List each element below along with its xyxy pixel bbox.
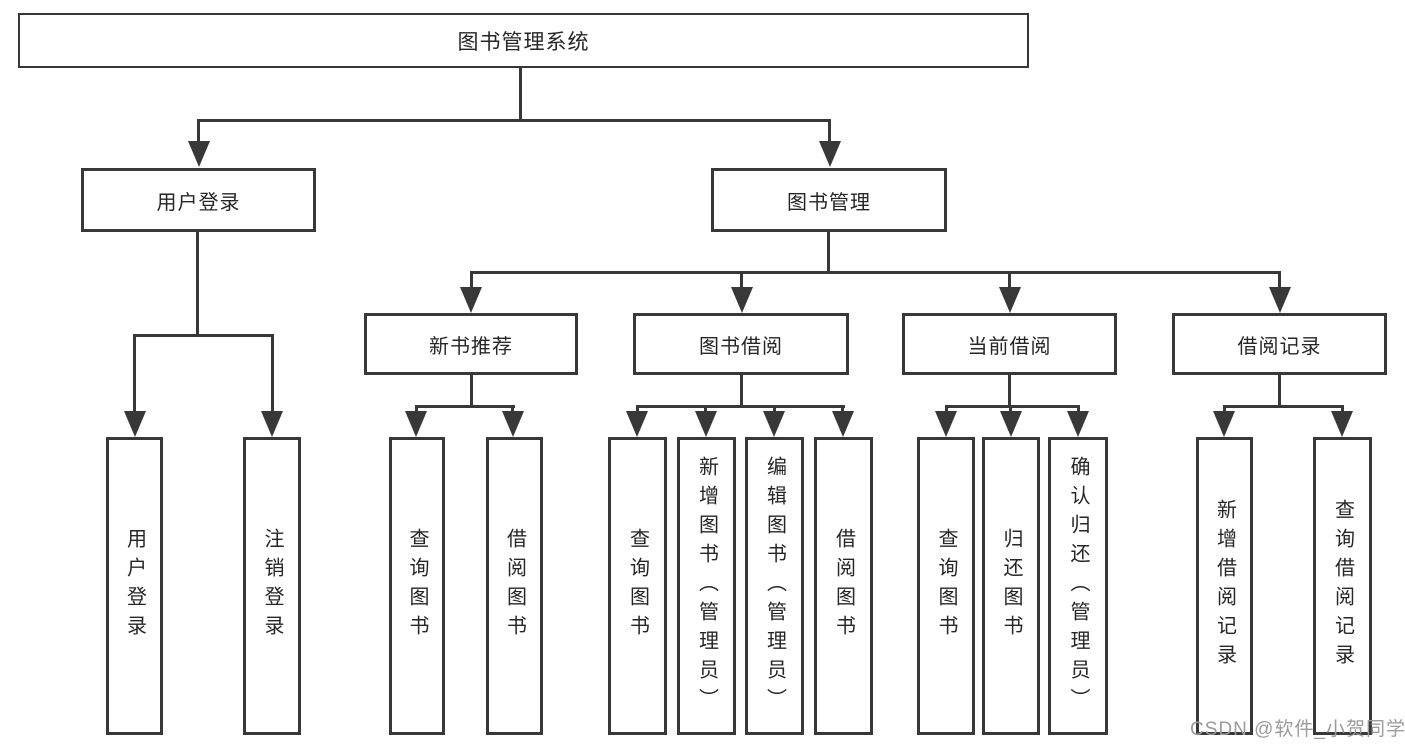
leaf-label: 新增图书（管理员） <box>695 455 718 717</box>
leaf-label: 编辑图书（管理员） <box>763 455 786 717</box>
node-book-borrow: 图书借阅 <box>633 313 849 375</box>
arrowhead-down-icon <box>819 141 841 167</box>
node-label: 用户登录 <box>156 191 241 214</box>
leaf-label: 新增借阅记录 <box>1213 499 1236 673</box>
connector-branch <box>945 405 1080 408</box>
leaf-confirm-return-admin: 确认归还（管理员） <box>1048 437 1108 735</box>
node-new-book-recommend: 新书推荐 <box>364 313 578 375</box>
leaf-label: 借阅图书 <box>832 528 855 644</box>
arrowhead-down-icon <box>1067 411 1089 437</box>
connector-shaft <box>945 405 948 415</box>
connector-branch <box>1223 405 1344 408</box>
arrowhead-down-icon <box>1000 411 1022 437</box>
connector-branch <box>415 405 515 408</box>
node-current-borrow: 当前借阅 <box>902 313 1117 375</box>
leaf-label: 查询图书 <box>406 528 428 644</box>
leaf-label: 查询图书 <box>626 528 649 644</box>
connector-shaft <box>1008 271 1011 291</box>
connector-shaft <box>1009 405 1012 415</box>
leaf-label: 查询图书 <box>935 528 957 644</box>
connector-branch <box>636 405 845 408</box>
connector-shaft <box>415 405 418 415</box>
arrowhead-down-icon <box>405 411 427 437</box>
connector-root-branch <box>198 119 831 122</box>
node-user-login: 用户登录 <box>81 168 316 232</box>
arrowhead-down-icon <box>999 287 1021 313</box>
connector-shaft <box>1223 405 1226 415</box>
leaf-query-book-recommend: 查询图书 <box>389 437 445 735</box>
node-label: 图书借阅 <box>699 335 783 358</box>
arrowhead-down-icon <box>731 287 753 313</box>
connector-shaft <box>841 405 844 415</box>
arrowhead-down-icon <box>1331 411 1353 437</box>
connector-shaft <box>511 405 514 415</box>
leaf-add-borrow-record: 新增借阅记录 <box>1196 437 1253 735</box>
leaf-return-book: 归还图书 <box>982 437 1040 735</box>
connector-stub <box>1278 375 1281 407</box>
arrowhead-down-icon <box>188 141 210 167</box>
leaf-borrow-book: 借阅图书 <box>814 437 873 735</box>
connector-shaft <box>133 334 136 414</box>
leaf-label: 注销登录 <box>261 528 283 644</box>
connector-user-login-branch <box>133 334 274 337</box>
connector-book-management-stub <box>827 232 830 274</box>
connector-stub <box>470 375 473 407</box>
leaf-query-borrow-record: 查询借阅记录 <box>1313 437 1372 735</box>
leaf-query-book-borrow: 查询图书 <box>608 437 667 735</box>
leaf-label: 确认归还（管理员） <box>1067 455 1089 717</box>
arrowhead-down-icon <box>502 411 524 437</box>
arrowhead-down-icon <box>261 411 283 437</box>
connector-shaft <box>271 334 274 414</box>
arrowhead-down-icon <box>626 411 648 437</box>
connector-shaft <box>470 271 473 291</box>
arrowhead-down-icon <box>1213 411 1235 437</box>
arrowhead-down-icon <box>1269 287 1291 313</box>
connector-shaft <box>1341 405 1344 415</box>
connector-shaft <box>1077 405 1080 415</box>
connector-shaft <box>773 405 776 415</box>
connector-stub <box>1008 375 1011 407</box>
node-book-management: 图书管理 <box>711 168 947 232</box>
leaf-add-book-admin: 新增图书（管理员） <box>677 437 736 735</box>
connector-shaft <box>636 405 639 415</box>
arrowhead-down-icon <box>124 411 146 437</box>
leaf-label: 归还图书 <box>1000 528 1022 644</box>
leaf-query-book-current: 查询图书 <box>917 437 975 735</box>
connector-shaft-book-management <box>828 119 831 145</box>
connector-shaft <box>1278 271 1281 291</box>
arrowhead-down-icon <box>832 411 854 437</box>
leaf-logout: 注销登录 <box>243 437 301 735</box>
leaf-label: 查询借阅记录 <box>1331 499 1354 673</box>
arrowhead-down-icon <box>763 411 785 437</box>
node-label: 图书管理系统 <box>457 30 590 54</box>
arrowhead-down-icon <box>935 411 957 437</box>
leaf-edit-book-admin: 编辑图书（管理员） <box>745 437 804 735</box>
connector-shaft <box>740 271 743 291</box>
leaf-borrow-book-recommend: 借阅图书 <box>486 437 543 735</box>
connector-shaft <box>704 405 707 415</box>
leaf-label: 用户登录 <box>123 528 146 644</box>
leaf-label: 借阅图书 <box>503 528 526 644</box>
node-borrow-records: 借阅记录 <box>1172 313 1387 375</box>
csdn-watermark: CSDN @软件_小贺同学 <box>1190 719 1405 740</box>
arrowhead-down-icon <box>695 411 717 437</box>
node-label: 当前借阅 <box>967 335 1052 358</box>
connector-shaft-user-login <box>197 119 200 145</box>
connector-book-management-branch <box>470 271 1281 274</box>
connector-root-stub <box>519 68 522 120</box>
node-root-library-system: 图书管理系统 <box>18 13 1029 68</box>
leaf-user-login: 用户登录 <box>106 437 163 735</box>
connector-user-login-stub <box>196 232 199 336</box>
node-label: 借阅记录 <box>1237 335 1322 358</box>
connector-stub <box>740 375 743 407</box>
node-label: 新书推荐 <box>429 335 513 358</box>
node-label: 图书管理 <box>787 191 871 214</box>
arrowhead-down-icon <box>460 287 482 313</box>
